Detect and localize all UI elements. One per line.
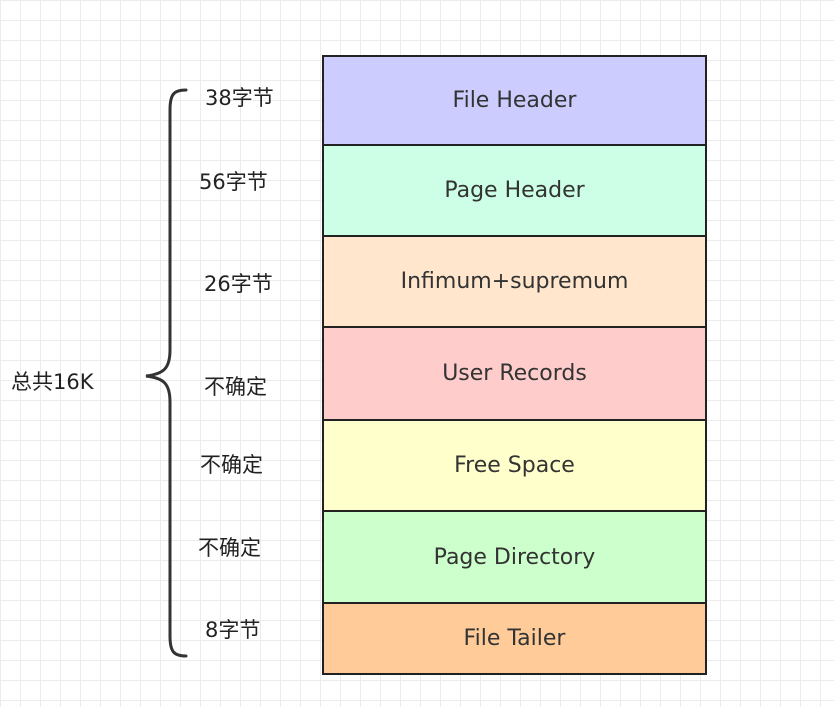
segment-free-space: Free Space (322, 419, 707, 512)
size-label-page-header: 56字节 (199, 170, 268, 194)
segment-page-directory: Page Directory (322, 510, 707, 604)
segment-label: File Tailer (463, 626, 566, 651)
segment-label: Free Space (454, 453, 575, 478)
segment-page-header: Page Header (322, 144, 707, 237)
segment-label: Page Directory (433, 544, 596, 570)
segment-label: File Header (452, 88, 577, 113)
size-label-user-records: 不确定 (204, 375, 267, 399)
size-label-file-tailer: 8字节 (205, 618, 261, 642)
size-label-infimum-supremum: 26字节 (204, 272, 273, 296)
size-label-file-header: 38字节 (205, 86, 274, 110)
segment-infimum-supremum: Infimum+supremum (322, 235, 707, 328)
segment-label: User Records (442, 361, 587, 386)
segment-label: Infimum+supremum (400, 269, 629, 294)
segment-file-tailer: File Tailer (322, 602, 707, 675)
segment-label: Page Header (444, 178, 585, 203)
segment-file-header: File Header (322, 55, 707, 146)
segment-user-records: User Records (322, 326, 707, 421)
size-label-page-directory: 不确定 (198, 536, 261, 560)
size-label-free-space: 不确定 (200, 453, 263, 477)
total-size-label: 总共16K (11, 370, 94, 394)
curly-brace-icon (145, 88, 188, 658)
